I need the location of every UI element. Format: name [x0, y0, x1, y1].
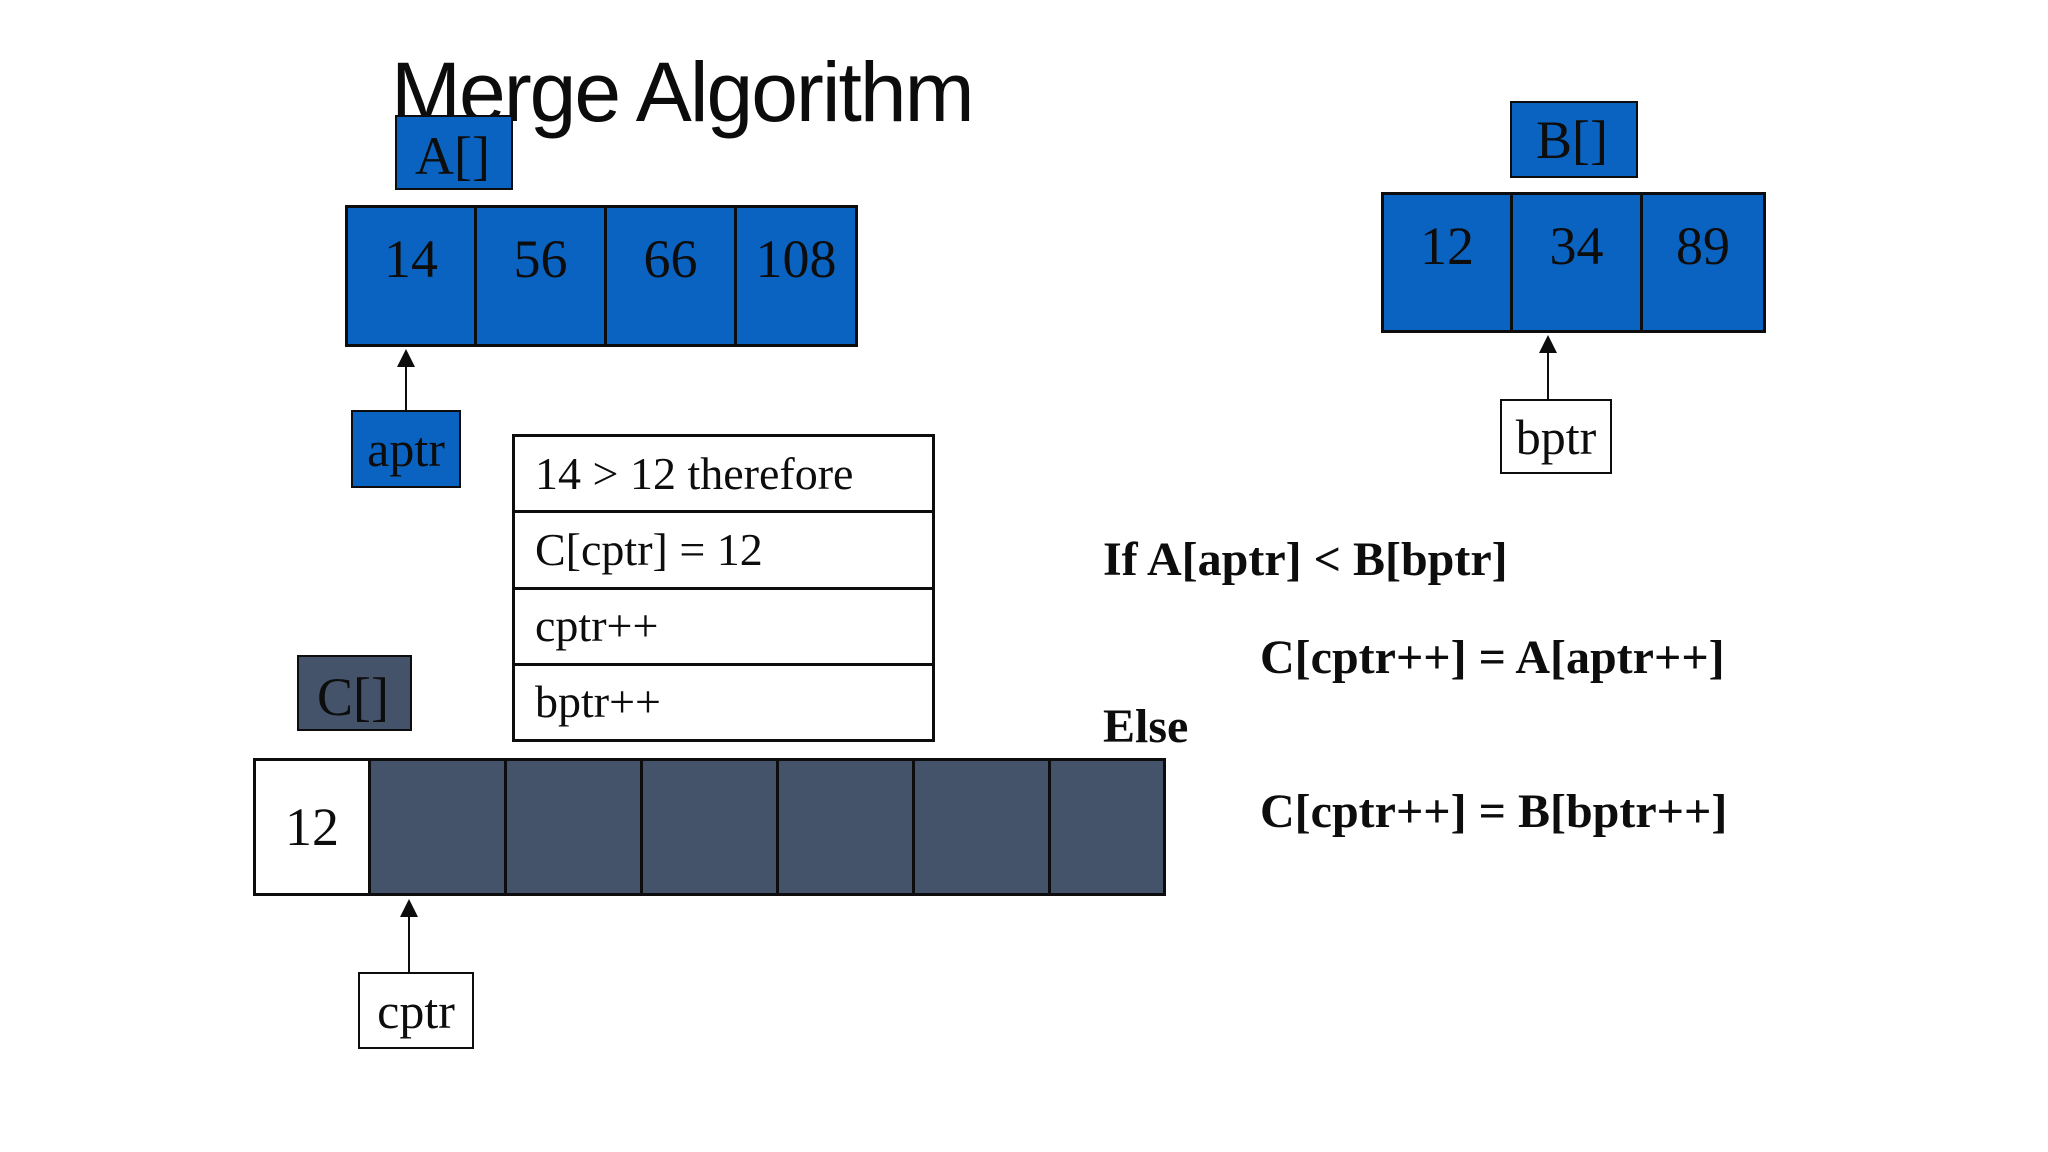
array-c-cell-5 — [912, 761, 1048, 893]
array-c-cell-0: 12 — [256, 761, 368, 893]
array-b-label-box: B[] — [1510, 101, 1638, 178]
array-b-cell-0: 12 — [1384, 195, 1510, 330]
aptr-arrowhead — [397, 349, 415, 367]
array-a-cell-2: 66 — [604, 208, 734, 344]
cptr-up-arrow-icon — [399, 899, 419, 972]
array-c-cell-3 — [640, 761, 776, 893]
cptr-pointer-box: cptr — [358, 972, 474, 1049]
steps-row-4: bptr++ — [515, 662, 932, 739]
bptr-arrowhead — [1539, 335, 1557, 353]
array-c-label: C[] — [317, 667, 389, 727]
array-a: 14 56 66 108 — [345, 205, 858, 347]
array-c-cell-2 — [504, 761, 640, 893]
array-b-label: B[] — [1536, 109, 1608, 170]
cptr-arrowhead — [400, 899, 418, 917]
array-a-cell-3: 108 — [734, 208, 855, 344]
array-c-cell-6 — [1048, 761, 1163, 893]
array-c-cell-4 — [776, 761, 912, 893]
pseudocode-else-line: Else — [1103, 700, 1189, 753]
cptr-arrow-shaft — [407, 917, 411, 972]
pseudocode-else-body-line: C[cptr++] = B[bptr++] — [1260, 785, 1728, 838]
steps-table: 14 > 12 therefore C[cptr] = 12 cptr++ bp… — [512, 434, 935, 742]
bptr-up-arrow-icon — [1538, 335, 1558, 399]
array-b-cell-1: 34 — [1510, 195, 1640, 330]
bptr-pointer-box: bptr — [1500, 399, 1612, 474]
array-c: 12 — [253, 758, 1166, 896]
steps-row-2: C[cptr] = 12 — [515, 510, 932, 586]
aptr-up-arrow-icon — [396, 349, 416, 410]
array-c-label-box: C[] — [297, 655, 412, 731]
array-a-label-box: A[] — [395, 115, 513, 190]
bptr-arrow-shaft — [1546, 353, 1550, 399]
aptr-arrow-shaft — [404, 367, 408, 410]
array-a-cell-0: 14 — [348, 208, 474, 344]
steps-row-3: cptr++ — [515, 586, 932, 663]
aptr-pointer-box: aptr — [351, 410, 461, 488]
array-c-cell-1 — [368, 761, 504, 893]
pseudocode-if-line: If A[aptr] < B[bptr] — [1103, 533, 1508, 586]
array-a-cell-1: 56 — [474, 208, 604, 344]
array-a-label: A[] — [415, 126, 490, 186]
array-b: 12 34 89 — [1381, 192, 1766, 333]
pseudocode-then-line: C[cptr++] = A[aptr++] — [1260, 631, 1725, 684]
array-b-cell-2: 89 — [1640, 195, 1763, 330]
steps-row-1: 14 > 12 therefore — [535, 447, 854, 499]
